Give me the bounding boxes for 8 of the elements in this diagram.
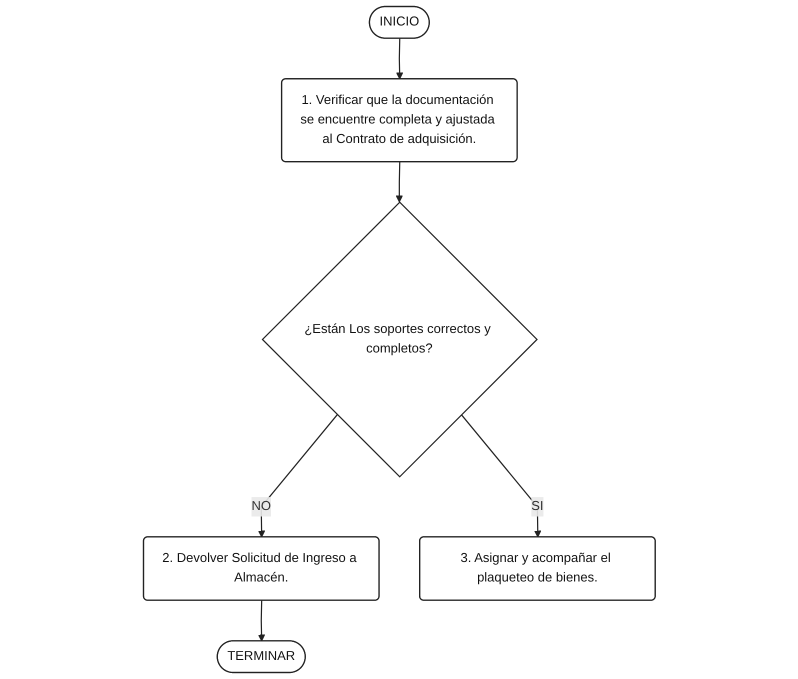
arrow [258,600,265,642]
arrow [396,38,403,80]
arrow [395,162,403,203]
arrow [460,414,541,538]
node-diamond: ¿Están Los soportes correctos y completos? [261,201,538,478]
edge-label: NO [251,499,271,514]
edge-label: SI [530,499,544,514]
arrow [258,414,338,538]
